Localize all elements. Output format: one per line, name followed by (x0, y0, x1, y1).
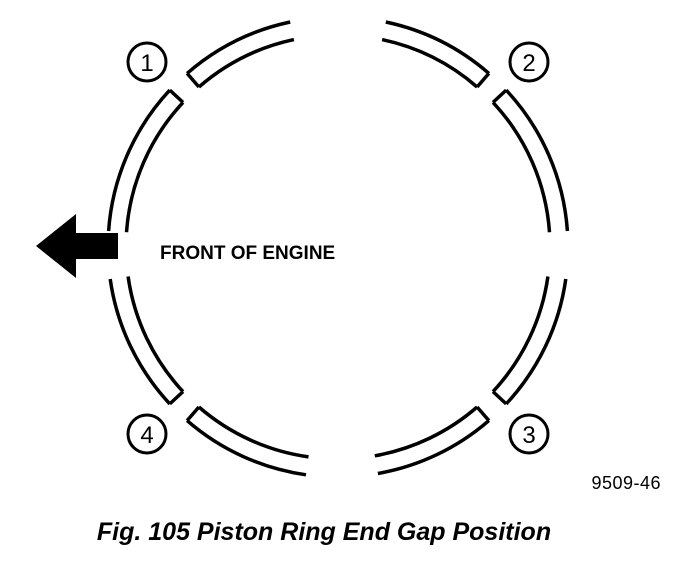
ring-segment-top-right (381, 20, 491, 89)
ring-arc-line (108, 278, 172, 406)
gap-marker-number: 1 (140, 50, 153, 77)
gap-marker-1: 1 (126, 41, 168, 83)
ring-arc-line (385, 20, 491, 75)
gap-marker-number: 2 (522, 50, 535, 77)
ring-arc-line (126, 276, 185, 393)
ring-segment-left-lower (108, 276, 185, 406)
ring-end-cap (185, 405, 201, 422)
ring-segment-right-lower (491, 276, 568, 406)
figure-caption: Fig. 105 Piston Ring End Gap Position (97, 518, 551, 546)
front-arrow-icon (36, 214, 118, 278)
ring-arc-line (185, 20, 291, 75)
gap-marker-circle (126, 41, 168, 83)
ring-segment-left-upper (106, 88, 185, 233)
ring-segment-bottom-left (185, 405, 309, 477)
ring-arc-line (504, 88, 570, 232)
ring-arc-line (381, 37, 479, 89)
gap-marker-2: 2 (508, 41, 550, 83)
ring-arc-line (197, 37, 295, 89)
figure-code: 9509-46 (591, 473, 661, 493)
ring-arc-line (377, 419, 491, 476)
ring-arc-line (374, 405, 479, 458)
front-of-engine-label: FRONT OF ENGINE (160, 243, 335, 264)
gap-marker-4: 4 (126, 413, 168, 455)
ring-arc-line (106, 88, 172, 232)
gap-marker-circle (126, 413, 168, 455)
ring-end-cap (491, 88, 508, 104)
ring-end-cap (168, 88, 185, 104)
ring-end-cap (491, 390, 508, 406)
gap-marker-3: 3 (508, 413, 550, 455)
gap-marker-circle (508, 413, 550, 455)
ring-segment-top-left (185, 20, 295, 89)
ring-end-cap (185, 72, 201, 89)
ring-arc-line (491, 101, 552, 233)
ring-segment-right-upper (491, 88, 570, 233)
ring-arc-line (491, 276, 550, 393)
ring-segment-bottom-right (374, 405, 491, 476)
ring-end-cap (475, 405, 491, 422)
gap-marker-number: 3 (522, 422, 535, 449)
ring-arc-line (124, 101, 185, 233)
gap-marker-number: 4 (140, 422, 153, 449)
ring-arc-line (504, 278, 568, 406)
piston-ring-segments (106, 20, 570, 477)
ring-arc-line (197, 405, 309, 459)
ring-end-cap (475, 72, 491, 89)
ring-arc-line (185, 419, 307, 477)
ring-end-cap (168, 390, 185, 406)
gap-marker-circle (508, 41, 550, 83)
